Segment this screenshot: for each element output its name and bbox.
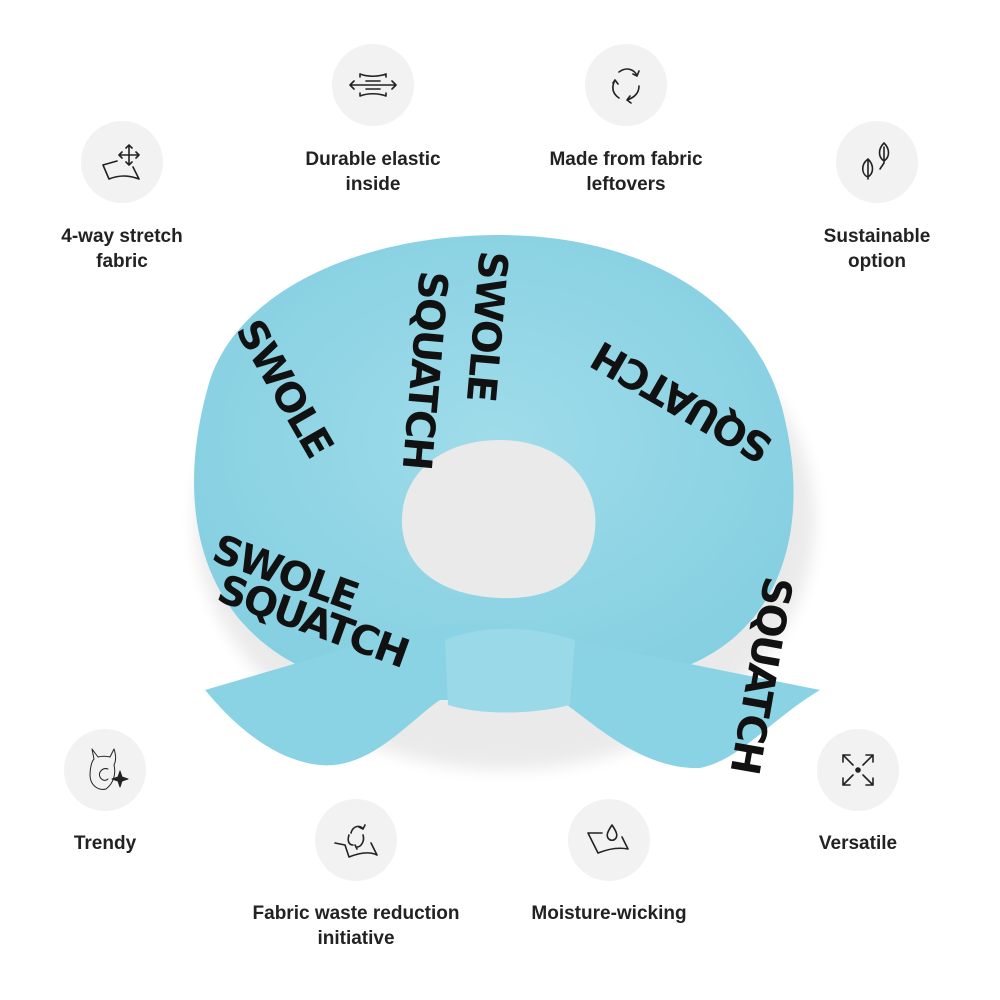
feature-waste-reduction: Fabric waste reduction initiative	[236, 799, 476, 951]
feature-trendy: Trendy	[0, 729, 225, 856]
scrunchie-sparkle-icon	[89, 748, 129, 790]
feature-versatile: Versatile	[738, 729, 978, 856]
feature-label: Made from fabric leftovers	[549, 149, 703, 195]
feature-sustainable: Sustainable option	[757, 121, 997, 274]
feature-durable-elastic: Durable elastic inside	[253, 44, 493, 197]
leaves-icon	[861, 142, 890, 180]
elastic-icon	[349, 73, 397, 97]
feature-label: Durable elastic inside	[305, 149, 441, 195]
feature-label: Sustainable option	[823, 226, 931, 272]
feature-four-way-stretch: 4-way stretch fabric	[2, 121, 242, 274]
feature-label: Versatile	[818, 833, 898, 854]
feature-label: Moisture-wicking	[531, 903, 687, 924]
feature-label: 4-way stretch fabric	[61, 226, 183, 272]
stretch-fabric-icon	[102, 144, 140, 180]
feature-fabric-leftovers: Made from fabric leftovers	[506, 44, 746, 197]
expand-arrows-icon	[842, 754, 874, 786]
feature-label: Fabric waste reduction initiative	[252, 903, 460, 949]
recycle-fabric-icon	[334, 824, 378, 858]
feature-moisture-wicking: Moisture-wicking	[489, 799, 729, 926]
recycle-icon	[612, 68, 640, 104]
water-drop-fabric-icon	[587, 824, 629, 854]
feature-label: Trendy	[73, 833, 137, 854]
